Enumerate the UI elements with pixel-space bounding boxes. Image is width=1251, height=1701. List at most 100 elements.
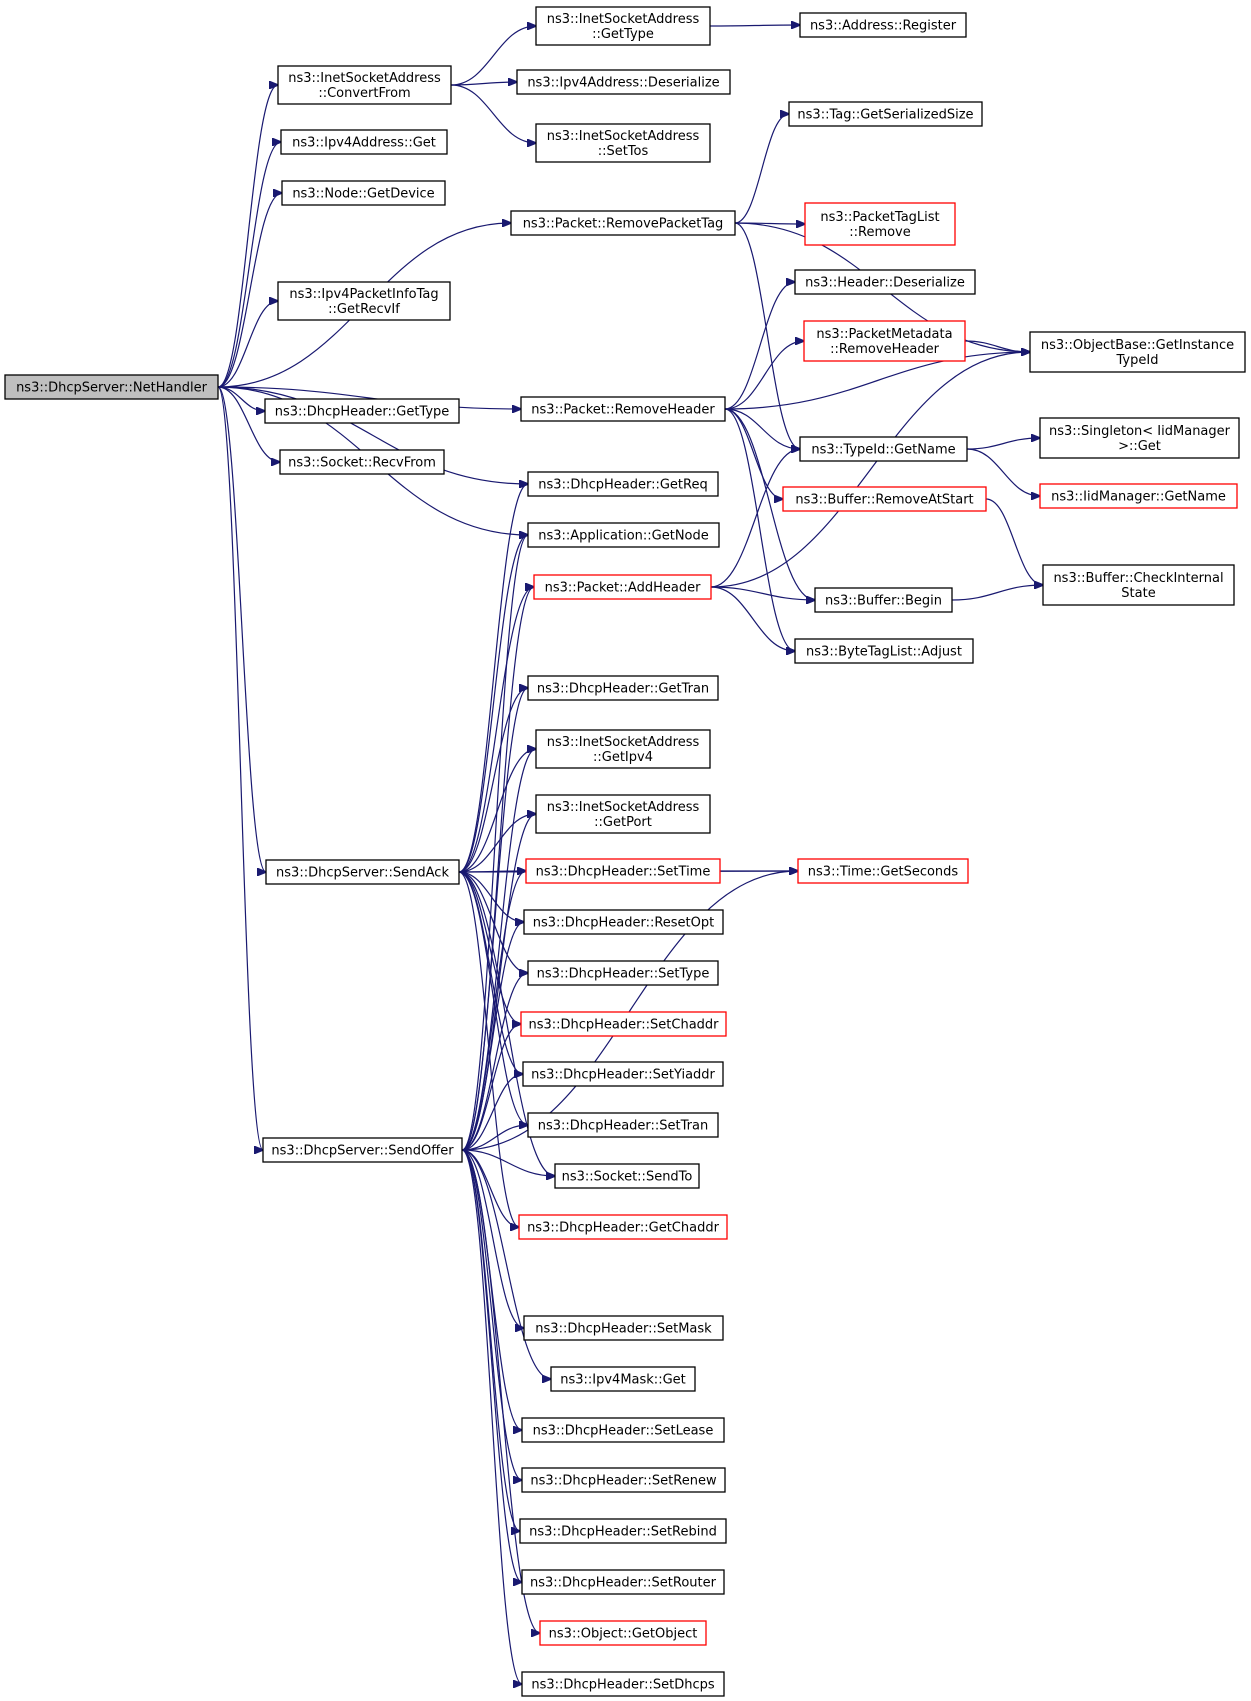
node-label: ns3::InetSocketAddress bbox=[547, 735, 700, 750]
node-label: ns3::Buffer::Begin bbox=[825, 594, 942, 609]
node-dhcp-get-type[interactable]: ns3::DhcpHeader::GetType bbox=[264, 398, 460, 424]
node-set-time[interactable]: ns3::DhcpHeader::SetTime bbox=[525, 858, 721, 884]
node-box bbox=[264, 398, 460, 424]
node-node-get-device[interactable]: ns3::Node::GetDevice bbox=[281, 180, 446, 206]
edge-send-offer-to-get-object bbox=[461, 1149, 540, 1633]
node-byte-tag-list-adjust[interactable]: ns3::ByteTagList::Adjust bbox=[794, 638, 974, 664]
node-box bbox=[1039, 417, 1240, 459]
node-set-type[interactable]: ns3::DhcpHeader::SetType bbox=[527, 960, 719, 986]
node-label: >::Get bbox=[1118, 439, 1161, 454]
node-set-yiaddr[interactable]: ns3::DhcpHeader::SetYiaddr bbox=[522, 1061, 724, 1087]
node-ipv4-get[interactable]: ns3::Ipv4Address::Get bbox=[280, 129, 448, 155]
node-get-chaddr[interactable]: ns3::DhcpHeader::GetChaddr bbox=[518, 1214, 728, 1240]
node-label: ::RemoveHeader bbox=[830, 342, 940, 357]
node-box bbox=[535, 729, 711, 769]
node-label: ns3::Ipv4Address::Get bbox=[292, 136, 436, 151]
node-inet-get-type[interactable]: ns3::InetSocketAddress::GetType bbox=[535, 6, 711, 46]
edge-net-handler-to-send-offer bbox=[217, 386, 263, 1150]
node-buffer-begin[interactable]: ns3::Buffer::Begin bbox=[814, 587, 953, 613]
edge-send-offer-to-set-dhcps bbox=[461, 1149, 522, 1684]
node-box bbox=[265, 859, 460, 885]
node-set-tos[interactable]: ns3::InetSocketAddress::SetTos bbox=[535, 123, 711, 163]
node-label: ns3::DhcpServer::SendAck bbox=[276, 866, 449, 881]
node-iid-manager-get-name[interactable]: ns3::IidManager::GetName bbox=[1039, 483, 1238, 509]
edge-net-handler-to-get-recv-if bbox=[217, 301, 278, 388]
edge-send-offer-to-get-ipv4 bbox=[461, 749, 536, 1151]
node-label: ns3::Socket::SendTo bbox=[562, 1170, 693, 1185]
node-box bbox=[794, 638, 974, 664]
node-label: ns3::Packet::RemoveHeader bbox=[531, 403, 715, 418]
node-box bbox=[535, 6, 711, 46]
edge-send-ack-to-set-type bbox=[458, 871, 528, 973]
node-label: ns3::DhcpHeader::SetDhcps bbox=[531, 1678, 715, 1693]
node-label: ns3::Ipv4Address::Deserialize bbox=[527, 76, 719, 91]
node-header-deserialize[interactable]: ns3::Header::Deserialize bbox=[794, 269, 976, 295]
edge-add-header-to-get-instance-type-id bbox=[710, 352, 1030, 588]
node-box bbox=[1029, 331, 1246, 373]
node-add-header[interactable]: ns3::Packet::AddHeader bbox=[533, 574, 712, 600]
node-label: ns3::DhcpHeader::SetRenew bbox=[530, 1474, 717, 1489]
node-app-get-node[interactable]: ns3::Application::GetNode bbox=[527, 522, 720, 548]
node-mask-get[interactable]: ns3::Ipv4Mask::Get bbox=[550, 1366, 696, 1392]
node-label: ::GetIpv4 bbox=[593, 750, 653, 765]
node-metadata-remove-header[interactable]: ns3::PacketMetadata::RemoveHeader bbox=[803, 320, 966, 362]
node-set-rebind[interactable]: ns3::DhcpHeader::SetRebind bbox=[519, 1518, 727, 1544]
node-get-tran[interactable]: ns3::DhcpHeader::GetTran bbox=[527, 675, 719, 701]
node-box bbox=[797, 858, 969, 884]
node-box bbox=[520, 1011, 727, 1037]
node-get-object[interactable]: ns3::Object::GetObject bbox=[539, 1620, 707, 1646]
node-label: ns3::Time::GetSeconds bbox=[808, 865, 959, 880]
node-set-chaddr[interactable]: ns3::DhcpHeader::SetChaddr bbox=[520, 1011, 727, 1037]
node-label: ::ConvertFrom bbox=[318, 86, 410, 101]
node-box bbox=[527, 675, 719, 701]
node-label: ns3::InetSocketAddress bbox=[288, 71, 441, 86]
node-remove-at-start[interactable]: ns3::Buffer::RemoveAtStart bbox=[782, 486, 987, 512]
node-ipv4-deserialize[interactable]: ns3::Ipv4Address::Deserialize bbox=[516, 69, 731, 95]
node-get-port[interactable]: ns3::InetSocketAddress::GetPort bbox=[535, 794, 711, 834]
node-box bbox=[4, 374, 219, 400]
node-convert-from[interactable]: ns3::InetSocketAddress::ConvertFrom bbox=[277, 65, 452, 105]
node-label: ns3::Application::GetNode bbox=[538, 529, 709, 544]
edge-send-ack-to-add-header bbox=[458, 587, 534, 873]
edge-send-offer-to-set-yiaddr bbox=[461, 1074, 523, 1151]
edge-net-handler-to-recv-from bbox=[217, 386, 280, 462]
node-set-tran[interactable]: ns3::DhcpHeader::SetTran bbox=[527, 1112, 719, 1138]
node-recv-from[interactable]: ns3::Socket::RecvFrom bbox=[279, 449, 445, 475]
node-box bbox=[535, 123, 711, 163]
node-type-id-get-name[interactable]: ns3::TypeId::GetName bbox=[799, 436, 968, 462]
node-set-dhcps[interactable]: ns3::DhcpHeader::SetDhcps bbox=[521, 1671, 725, 1697]
node-set-mask[interactable]: ns3::DhcpHeader::SetMask bbox=[523, 1315, 724, 1341]
node-label: ns3::Socket::RecvFrom bbox=[288, 456, 436, 471]
node-set-router[interactable]: ns3::DhcpHeader::SetRouter bbox=[521, 1569, 725, 1595]
node-label: ns3::InetSocketAddress bbox=[547, 12, 700, 27]
node-time-get-seconds[interactable]: ns3::Time::GetSeconds bbox=[797, 858, 969, 884]
node-box bbox=[799, 436, 968, 462]
node-set-renew[interactable]: ns3::DhcpHeader::SetRenew bbox=[521, 1467, 726, 1493]
edge-add-header-to-type-id-get-name bbox=[710, 449, 800, 588]
node-address-register[interactable]: ns3::Address::Register bbox=[799, 12, 967, 38]
node-box bbox=[1042, 564, 1235, 606]
node-reset-opt[interactable]: ns3::DhcpHeader::ResetOpt bbox=[523, 909, 724, 935]
node-get-ipv4[interactable]: ns3::InetSocketAddress::GetIpv4 bbox=[535, 729, 711, 769]
node-remove-header[interactable]: ns3::Packet::RemoveHeader bbox=[520, 396, 726, 422]
node-box bbox=[799, 12, 967, 38]
node-box bbox=[535, 794, 711, 834]
node-get-req[interactable]: ns3::DhcpHeader::GetReq bbox=[527, 471, 719, 497]
node-packet-tag-list-remove[interactable]: ns3::PacketTagList::Remove bbox=[804, 202, 956, 246]
node-tag-get-serialized-size[interactable]: ns3::Tag::GetSerializedSize bbox=[788, 101, 983, 127]
node-box bbox=[533, 574, 712, 600]
node-remove-packet-tag[interactable]: ns3::Packet::RemovePacketTag bbox=[510, 210, 736, 236]
node-label: ns3::DhcpHeader::SetRouter bbox=[530, 1576, 717, 1591]
node-singleton-get[interactable]: ns3::Singleton< IidManager>::Get bbox=[1039, 417, 1240, 459]
node-label: ns3::DhcpHeader::SetLease bbox=[533, 1424, 714, 1439]
node-send-ack[interactable]: ns3::DhcpServer::SendAck bbox=[265, 859, 460, 885]
node-set-lease[interactable]: ns3::DhcpHeader::SetLease bbox=[521, 1417, 725, 1443]
node-label: ns3::Buffer::RemoveAtStart bbox=[795, 493, 973, 508]
node-get-recv-if[interactable]: ns3::Ipv4PacketInfoTag::GetRecvIf bbox=[277, 281, 451, 321]
node-send-to[interactable]: ns3::Socket::SendTo bbox=[554, 1163, 700, 1189]
edge-send-offer-to-reset-opt bbox=[461, 922, 524, 1151]
node-send-offer[interactable]: ns3::DhcpServer::SendOffer bbox=[262, 1137, 463, 1163]
node-box bbox=[277, 65, 452, 105]
